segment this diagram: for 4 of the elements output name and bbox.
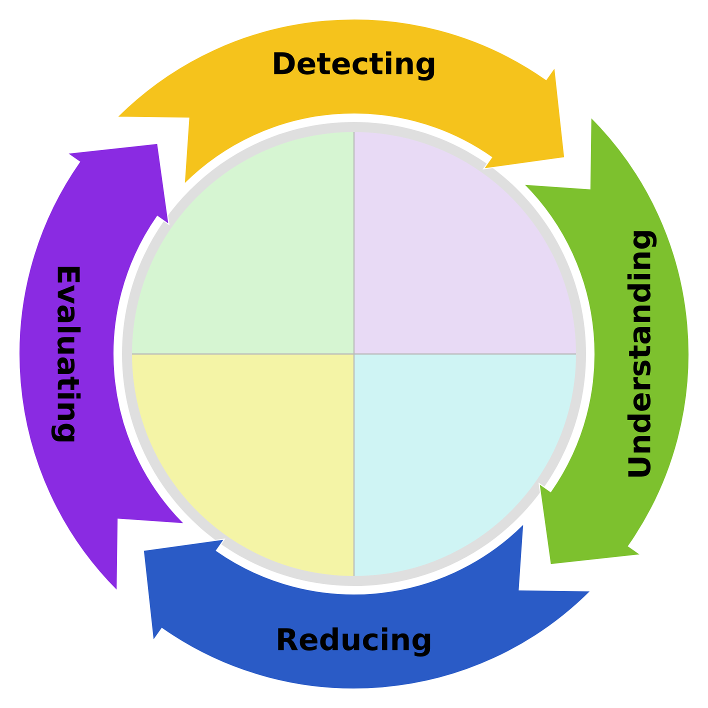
arrow-band: Evaluating <box>18 142 185 592</box>
arrow-band: Reducing <box>142 523 592 690</box>
arrow-band: Understanding <box>523 116 690 566</box>
arrow-band: Detecting <box>116 18 566 185</box>
